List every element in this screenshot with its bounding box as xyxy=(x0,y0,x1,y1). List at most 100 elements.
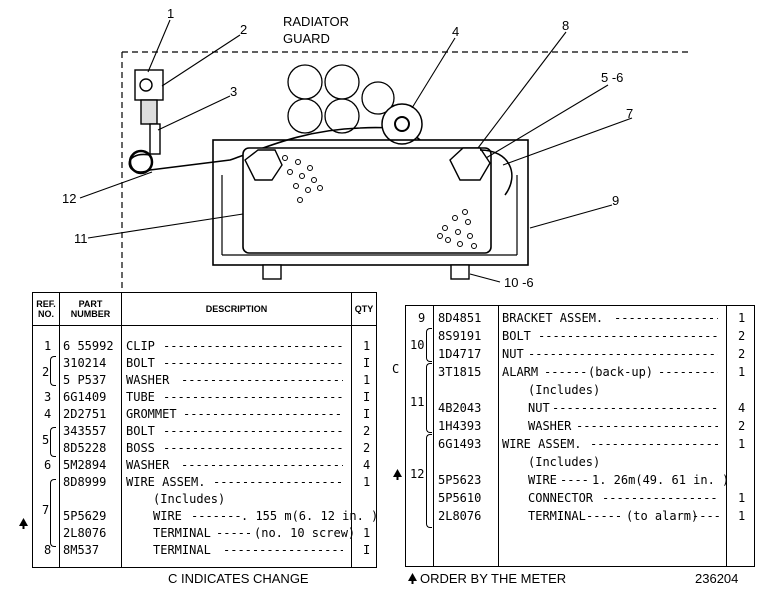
qty-cell: 1 xyxy=(738,509,746,523)
desc-cell: WASHER xyxy=(528,419,572,433)
leader-dashes: ---- xyxy=(560,473,589,487)
desc-cell: TERMINAL xyxy=(153,526,211,540)
table-row: 6G1493 WIRE ASSEM. ---------------------… xyxy=(406,436,754,454)
header-description: DESCRIPTION xyxy=(205,304,268,314)
desc-cell: BOSS xyxy=(126,441,155,455)
table-row: 3T1815 ALARM ------- (back-up) ---------… xyxy=(406,364,754,382)
desc-extra-cell: 1. 26m(49. 61 in. ) xyxy=(592,473,730,487)
desc-cell: TUBE xyxy=(126,390,155,404)
part-cell: 6G1493 xyxy=(438,437,482,451)
qty-cell: 1 xyxy=(738,311,746,325)
bottom-nut-right xyxy=(450,264,470,280)
leader-dashes: ------------------------------- xyxy=(181,373,343,387)
table-row: 5P5610 CONNECTOR -------------------- 1 xyxy=(406,490,754,508)
leader-dashes: ------------------------------- xyxy=(163,390,343,404)
table-row: 2L8076 TERMINAL ----- (no. 10 screw) 1 xyxy=(33,525,376,542)
part-cell: 5P5629 xyxy=(63,509,107,523)
leader-dashes: ------------------------------- xyxy=(183,407,343,421)
alarm-connector-wire xyxy=(479,149,513,196)
table-row: 10 1D4717 NUT --------------------------… xyxy=(406,338,754,364)
table-row: (Includes) xyxy=(406,382,754,400)
leader-dashes: ----- xyxy=(586,509,623,523)
table-row: 310214 BOLT ----------------------------… xyxy=(33,355,376,372)
leader-dashes: -------------------- xyxy=(602,491,718,505)
triangle-marker-icon xyxy=(19,518,28,529)
table-row: (Includes) xyxy=(406,454,754,472)
right-col-divider-1 xyxy=(433,306,434,566)
qty-cell: 4 xyxy=(738,401,746,415)
right-parts-table: 9 8D4851 BRACKET ASSEM. --------------- … xyxy=(405,305,755,567)
alarm-nut-left xyxy=(244,149,283,181)
table-row: 5 8D5228 BOSS --------------------------… xyxy=(33,433,376,457)
desc-extra-cell: (to alarm) xyxy=(626,509,699,523)
part-cell: 8S9191 xyxy=(438,329,482,343)
desc-cell: WIRE ASSEM. xyxy=(502,437,582,451)
leader-dashes: ---------- xyxy=(658,365,718,379)
table-row: 7 5P5629 WIRE --------- . 155 m(6. 12 in… xyxy=(33,503,378,525)
ref-cell: 2 xyxy=(42,365,50,379)
table-row: 1 6 55992 CLIP -------------------------… xyxy=(33,338,376,355)
ref-cell: 5 xyxy=(42,433,50,447)
left-col-divider-3 xyxy=(351,293,352,567)
qty-cell: 1 xyxy=(363,526,371,540)
desc-cell: TERMINAL xyxy=(153,543,211,557)
leader-dashes: ------------------------------- xyxy=(223,543,343,557)
ref-cell: 6 xyxy=(44,458,52,472)
ref-cell: 3 xyxy=(44,390,52,404)
part-cell: 2D2751 xyxy=(63,407,107,421)
table-row: 2L8076 TERMINAL ----- (to alarm) ----- 1 xyxy=(406,508,754,526)
part-cell: 3T1815 xyxy=(438,365,482,379)
table-row: 8D8999 WIRE ASSEM. ---------------------… xyxy=(33,474,376,491)
desc-cell: WIRE ASSEM. xyxy=(126,475,206,489)
triangle-marker-icon xyxy=(408,573,417,584)
desc-cell: TERMINAL xyxy=(528,509,586,523)
part-cell: 8D5228 xyxy=(63,441,107,455)
ref-cell: 1 xyxy=(44,339,52,353)
table-row: 343557 BOLT ----------------------------… xyxy=(33,423,376,440)
part-cell: 6G1409 xyxy=(63,390,107,404)
part-cell: 4B2043 xyxy=(438,401,482,415)
alarm-speaker-holes-top xyxy=(282,155,323,203)
qty-cell: I xyxy=(363,390,371,404)
desc-cell: (Includes) xyxy=(153,492,226,506)
leader-dashes: ------------------------- xyxy=(576,419,718,433)
callout-8: 8 xyxy=(562,18,569,33)
bracket-assembly xyxy=(212,139,529,266)
ref-cell: 8 xyxy=(44,543,52,557)
left-col-divider-2 xyxy=(121,293,122,567)
ref-cell: 4 xyxy=(44,407,52,421)
table-row: 8S9191 BOLT ----------------------------… xyxy=(406,328,754,346)
meter-note: ORDER BY THE METER xyxy=(420,571,567,586)
leader-dashes: ------------------------------- xyxy=(538,329,718,343)
change-marker: C xyxy=(392,362,400,376)
qty-cell: I xyxy=(363,356,371,370)
part-cell: 2L8076 xyxy=(63,526,107,540)
right-col-divider-2 xyxy=(498,306,499,566)
table-row: 9 8D4851 BRACKET ASSEM. --------------- … xyxy=(406,310,754,328)
leader-dashes: ------------------------------- xyxy=(163,339,343,353)
desc-cell: GROMMET xyxy=(126,407,177,421)
part-cell: 5P5610 xyxy=(438,491,482,505)
qty-cell: 1 xyxy=(738,437,746,451)
leader-dashes: ------------------------------- xyxy=(213,475,343,489)
part-cell: 5P5623 xyxy=(438,473,482,487)
part-cell: 6 55992 xyxy=(63,339,114,353)
qty-cell: 1 xyxy=(738,491,746,505)
leader-dashes: ----- xyxy=(692,509,720,523)
desc-cell: BOLT xyxy=(502,329,531,343)
bottom-nut-left xyxy=(262,264,282,280)
desc-cell: WASHER xyxy=(126,458,170,472)
callout-2: 2 xyxy=(240,22,247,37)
clip-assembly xyxy=(134,69,164,155)
table-row: 4 2D2751 GROMMET -----------------------… xyxy=(33,406,376,423)
alarm-body xyxy=(242,147,492,254)
qty-cell: I xyxy=(363,543,371,557)
part-cell: 5M2894 xyxy=(63,458,107,472)
qty-cell: 1 xyxy=(363,373,371,387)
header-qty: QTY xyxy=(354,304,374,314)
part-cell: 1H4393 xyxy=(438,419,482,433)
leader-dashes: ------------------------------- xyxy=(163,356,343,370)
leader-dashes: ----------------------------- xyxy=(552,401,718,415)
table-row: 8 8M537 TERMINAL -----------------------… xyxy=(33,542,376,559)
brace-ref-2 xyxy=(50,356,56,386)
